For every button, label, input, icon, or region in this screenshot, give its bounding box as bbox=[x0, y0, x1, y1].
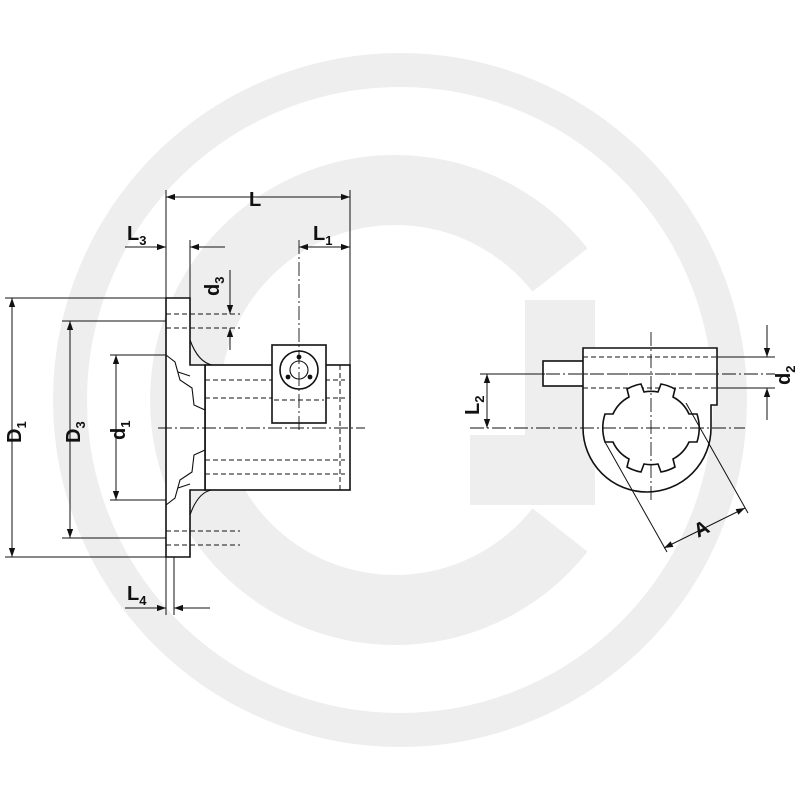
label-d3: d3 bbox=[202, 277, 227, 296]
label-L1: L1 bbox=[313, 223, 332, 248]
front-view-dimensions bbox=[480, 325, 775, 553]
side-view bbox=[158, 240, 365, 558]
label-L: L bbox=[249, 189, 261, 211]
label-D1: D1 bbox=[4, 421, 29, 443]
locking-pin bbox=[542, 360, 586, 387]
label-L3: L3 bbox=[127, 223, 146, 248]
side-view-dimensions bbox=[5, 190, 351, 615]
label-D3: D3 bbox=[63, 421, 88, 443]
label-d2: d2 bbox=[773, 366, 798, 385]
label-d1: d1 bbox=[108, 421, 133, 440]
label-L4: L4 bbox=[127, 583, 147, 608]
front-view bbox=[470, 332, 775, 500]
label-L2: L2 bbox=[462, 396, 487, 415]
bore-splines bbox=[165, 354, 206, 506]
